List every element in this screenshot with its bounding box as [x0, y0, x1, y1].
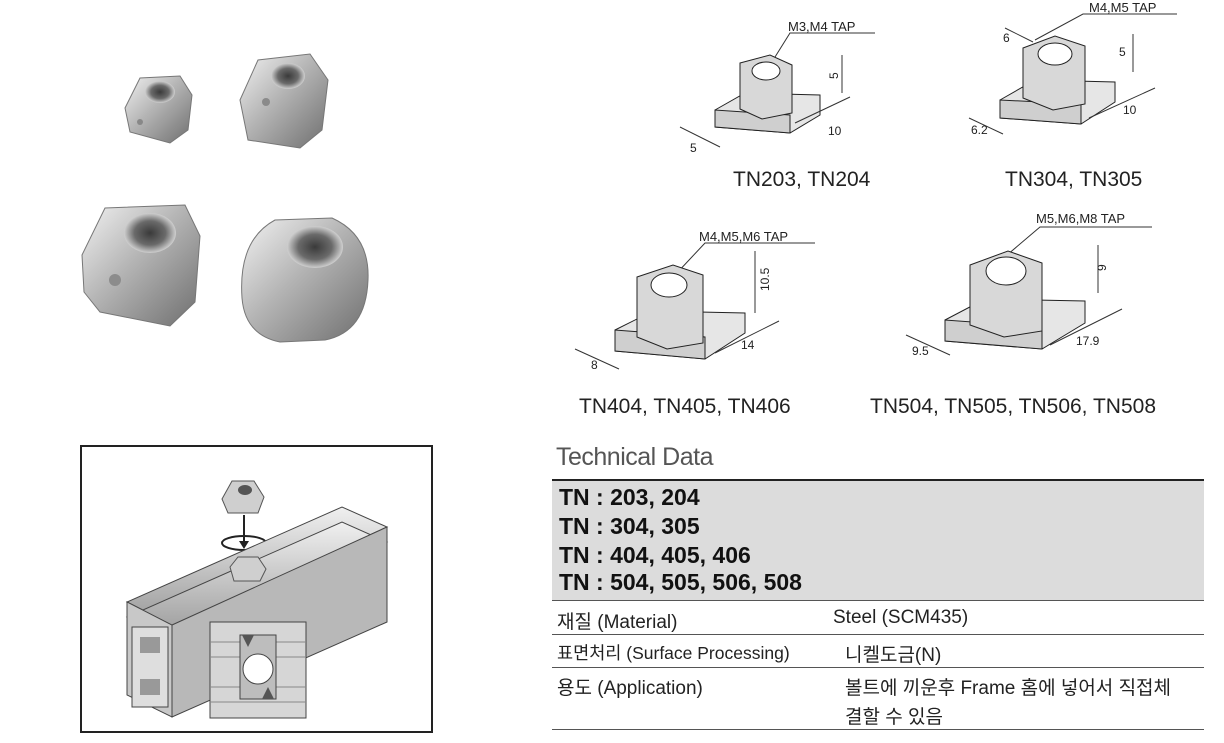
- dim-width: 8: [591, 358, 598, 372]
- model-list: TN : 203, 204 TN : 304, 305 TN : 404, 40…: [552, 481, 1204, 600]
- model-line: TN : 203, 204: [559, 484, 700, 510]
- caption-tn504: TN504, TN505, TN506, TN508: [870, 395, 1156, 418]
- row-divider: [552, 729, 1204, 730]
- product-photos: [81, 53, 369, 343]
- model-line: TN : 304, 305: [559, 513, 700, 539]
- drawing-tn504: M5,M6,M8 TAP 9 17.9 9.5: [905, 211, 1152, 358]
- material-label: 재질 (Material): [557, 612, 678, 633]
- drawing-tn304: M4,M5 TAP 6 5 10 6.2: [968, 0, 1177, 137]
- dim-length: 10: [828, 124, 842, 138]
- application-label: 용도 (Application): [557, 678, 703, 699]
- tap-label-tn304: M4,M5 TAP: [1089, 0, 1156, 15]
- dim-height: 10.5: [758, 267, 772, 291]
- tap-label-tn504: M5,M6,M8 TAP: [1036, 211, 1125, 226]
- dim-height: 9: [1095, 264, 1109, 271]
- drawing-tn203: M3,M4 TAP 5 10 5: [679, 19, 875, 155]
- table-top-rule: [552, 479, 1204, 481]
- t-nut-photo-medium: [239, 53, 329, 149]
- t-nut-photo-large: [81, 204, 201, 327]
- surface-value: 니켈도금(N): [845, 645, 942, 666]
- row-divider: [552, 634, 1204, 635]
- material-value: Steel (SCM435): [833, 607, 969, 628]
- surface-label: 표면처리 (Surface Processing): [557, 643, 790, 663]
- application-value: 볼트에 끼운후 Frame 홈에 넣어서 직접체: [845, 678, 1172, 699]
- t-nut-photo-small: [124, 75, 193, 144]
- dim-width: 5: [690, 141, 697, 155]
- tap-label-tn404: M4,M5,M6 TAP: [699, 229, 788, 244]
- technical-data-title: Technical Data: [556, 443, 713, 471]
- model-line: TN : 504, 505, 506, 508: [559, 569, 802, 595]
- row-divider: [552, 667, 1204, 668]
- row-divider: [552, 600, 1204, 601]
- installation-illustration: [125, 480, 389, 719]
- dim-length: 14: [741, 338, 755, 352]
- caption-tn404: TN404, TN405, TN406: [579, 395, 791, 418]
- dim-top-width: 6: [1003, 31, 1010, 45]
- dim-height: 5: [827, 72, 841, 79]
- dim-length: 10: [1123, 103, 1137, 117]
- installation-diagram: [80, 445, 433, 733]
- model-line: TN : 404, 405, 406: [559, 542, 751, 568]
- t-nut-photo-xlarge: [241, 217, 369, 343]
- dim-height: 5: [1119, 45, 1126, 59]
- dim-width: 9.5: [912, 344, 929, 358]
- dim-length: 17.9: [1076, 334, 1100, 348]
- caption-tn304: TN304, TN305: [1005, 168, 1143, 191]
- drawing-tn404: M4,M5,M6 TAP 10.5 14 8: [574, 229, 815, 372]
- dim-width: 6.2: [971, 123, 988, 137]
- caption-tn203: TN203, TN204: [733, 168, 871, 191]
- application-value-cont: 결할 수 있음: [845, 707, 943, 728]
- tap-label-tn203: M3,M4 TAP: [788, 19, 855, 34]
